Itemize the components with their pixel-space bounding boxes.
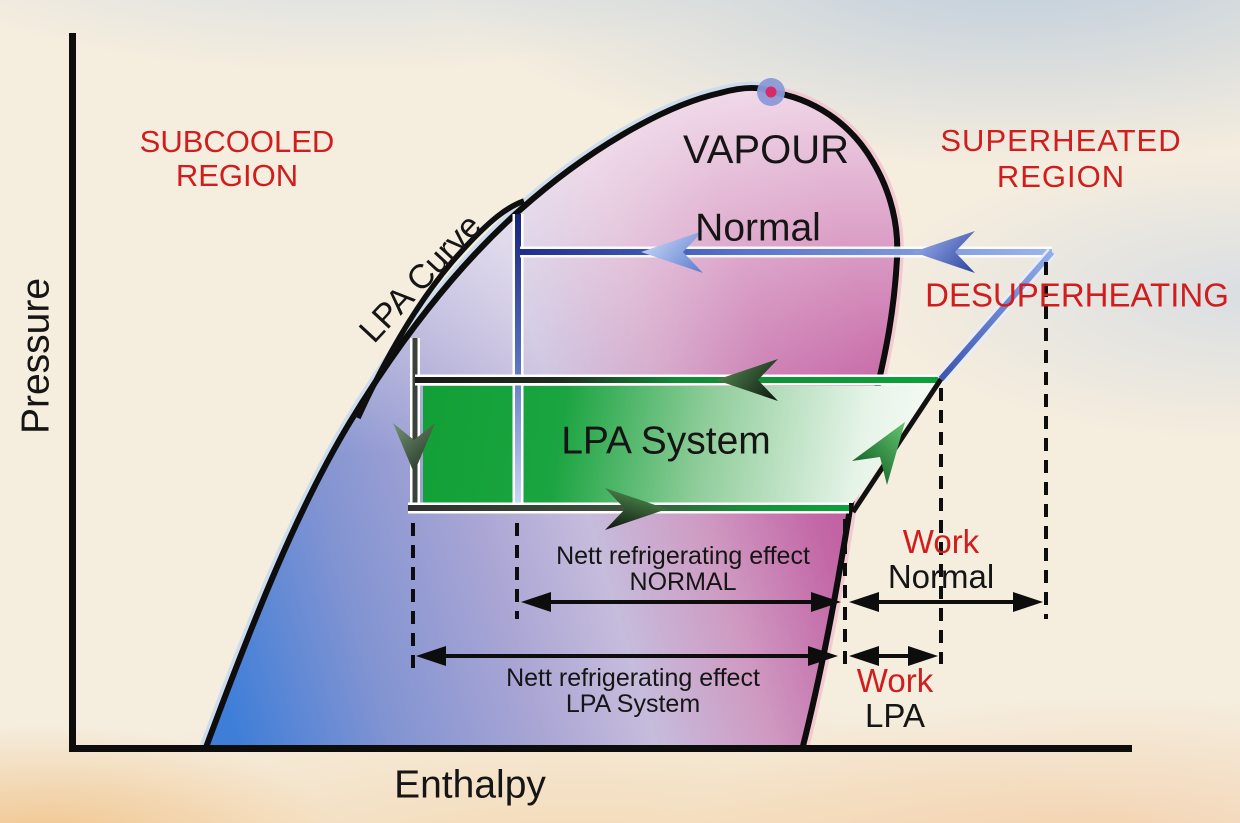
subcooled-region-label: SUBCOOLED REGION [139,124,335,193]
normal-compression-line [936,248,1057,383]
axes [69,33,1132,752]
normal-cycle-label: Normal [695,206,821,250]
lpa-system-label: LPA System [561,419,771,463]
arrow-left-green-icon [716,359,778,401]
arrow-left-lightblue-icon [641,231,703,273]
work-lpa-arrow [849,646,938,666]
superheated-region-label: SUPERHEATED REGION [940,123,1182,194]
measurement-arrows [416,592,1043,666]
work-normal-label: Work Normal [887,523,995,595]
arrow-right-green-icon [605,488,667,530]
arrow-upright-green-icon [852,422,905,485]
nett-refrigerating-normal-label: Nett refrigerating effect NORMAL [556,542,810,596]
dashed-reference-lines [411,262,1048,674]
lpa-system-area [423,386,934,503]
arrow-left-blue-icon [913,231,975,273]
nett-normal-arrow [521,592,841,612]
critical-point [757,78,785,106]
arrow-down-gray-icon [393,423,435,473]
work-lpa-label: Work LPA [856,662,934,734]
y-axis-label: Pressure [14,277,58,435]
lpa-curve [355,198,525,420]
work-normal-arrow [849,592,1043,612]
nett-refrigerating-lpa-label: Nett refrigerating effect LPA System [506,664,760,718]
desuperheating-label: DESUPERHEATING [925,276,1229,314]
vapour-label: VAPOUR [683,128,849,172]
x-axis-label: Enthalpy [394,763,546,807]
nett-lpa-arrow [416,646,838,666]
